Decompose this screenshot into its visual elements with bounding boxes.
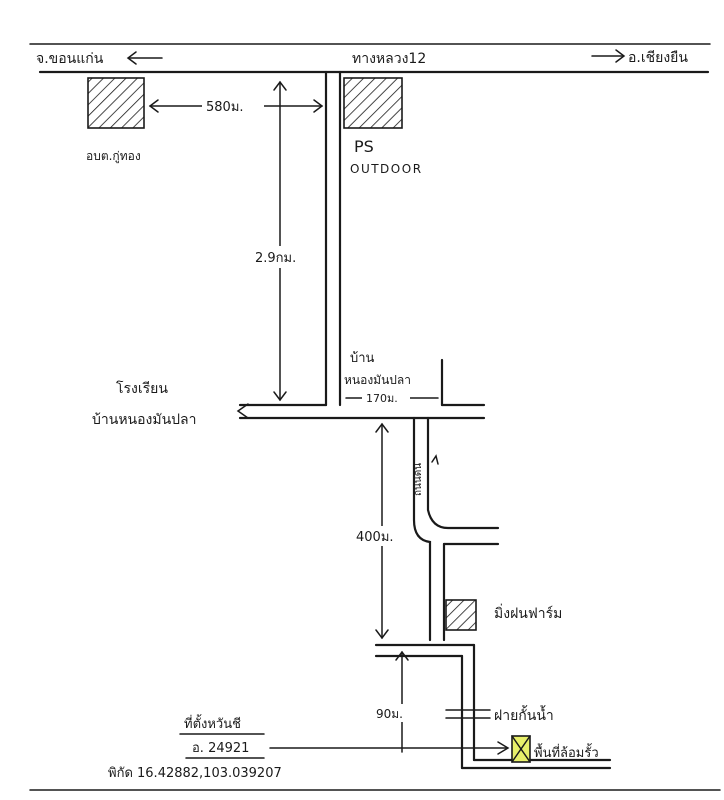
distance-mid-arrow-up-icon [375,422,389,433]
label-side-road: ถนนดิน [413,463,424,496]
distance-top-arrow-right-icon [313,99,324,113]
arrow-right-icon [615,49,626,63]
label-school-line1: โรงเรียน [116,380,168,397]
distance-mid-arrow-down-icon [375,629,389,640]
side-road-arrow-icon [431,454,439,465]
label-farm: มิ่งฝนฟาร์ม [494,604,562,622]
label-school-line2: บ้านหนองมันปลา [92,412,197,428]
location-pointer-arrow-icon [497,741,510,755]
label-destination: พื้นที่ล้อมรั้ว [534,743,599,761]
distance-lower-arrow-up-icon [395,650,409,661]
distance-top-arrow-left-icon [148,99,159,113]
label-distance-vertical: 2.9กม. [255,251,296,266]
label-coordinates: พิกัด 16.42882,103.039207 [108,766,282,781]
label-distance-top: 580ม. [206,100,244,115]
farm-building-hatched [445,599,477,631]
label-place-code: อ. 24921 [192,741,249,756]
distance-vertical-arrow-up-icon [273,80,287,91]
lower-road-left-edge [412,416,432,642]
label-village: บ้าน [350,351,375,366]
shop-building-hatched [343,77,403,129]
label-shop-line2: OUTDOOR [350,162,423,176]
arrow-left-icon [126,51,137,65]
label-weir: ฝายกั้นน้ำ [494,705,554,724]
label-left-building: อบต.กู่ทอง [86,149,141,164]
label-distance-mid: 400ม. [356,530,394,545]
label-top-right-destination: อ.เชียงยืน [628,50,688,66]
school-arrow-icon [236,403,249,419]
label-village-name: หนองมันปลา [344,373,411,387]
label-place-header: ที่ตั้งหวันชี [184,714,241,732]
lower-road-right-edge [426,416,500,530]
label-distance-village: 170ม. [366,392,398,405]
label-highway: ทางหลวง12 [352,51,426,67]
distance-vertical-arrow-down-icon [273,391,287,402]
label-top-left-destination: จ.ขอนแก่น [36,51,104,67]
label-distance-lower: 90ม. [376,707,403,721]
label-shop-line1: PS [354,137,374,156]
left-building-hatched [87,77,145,129]
